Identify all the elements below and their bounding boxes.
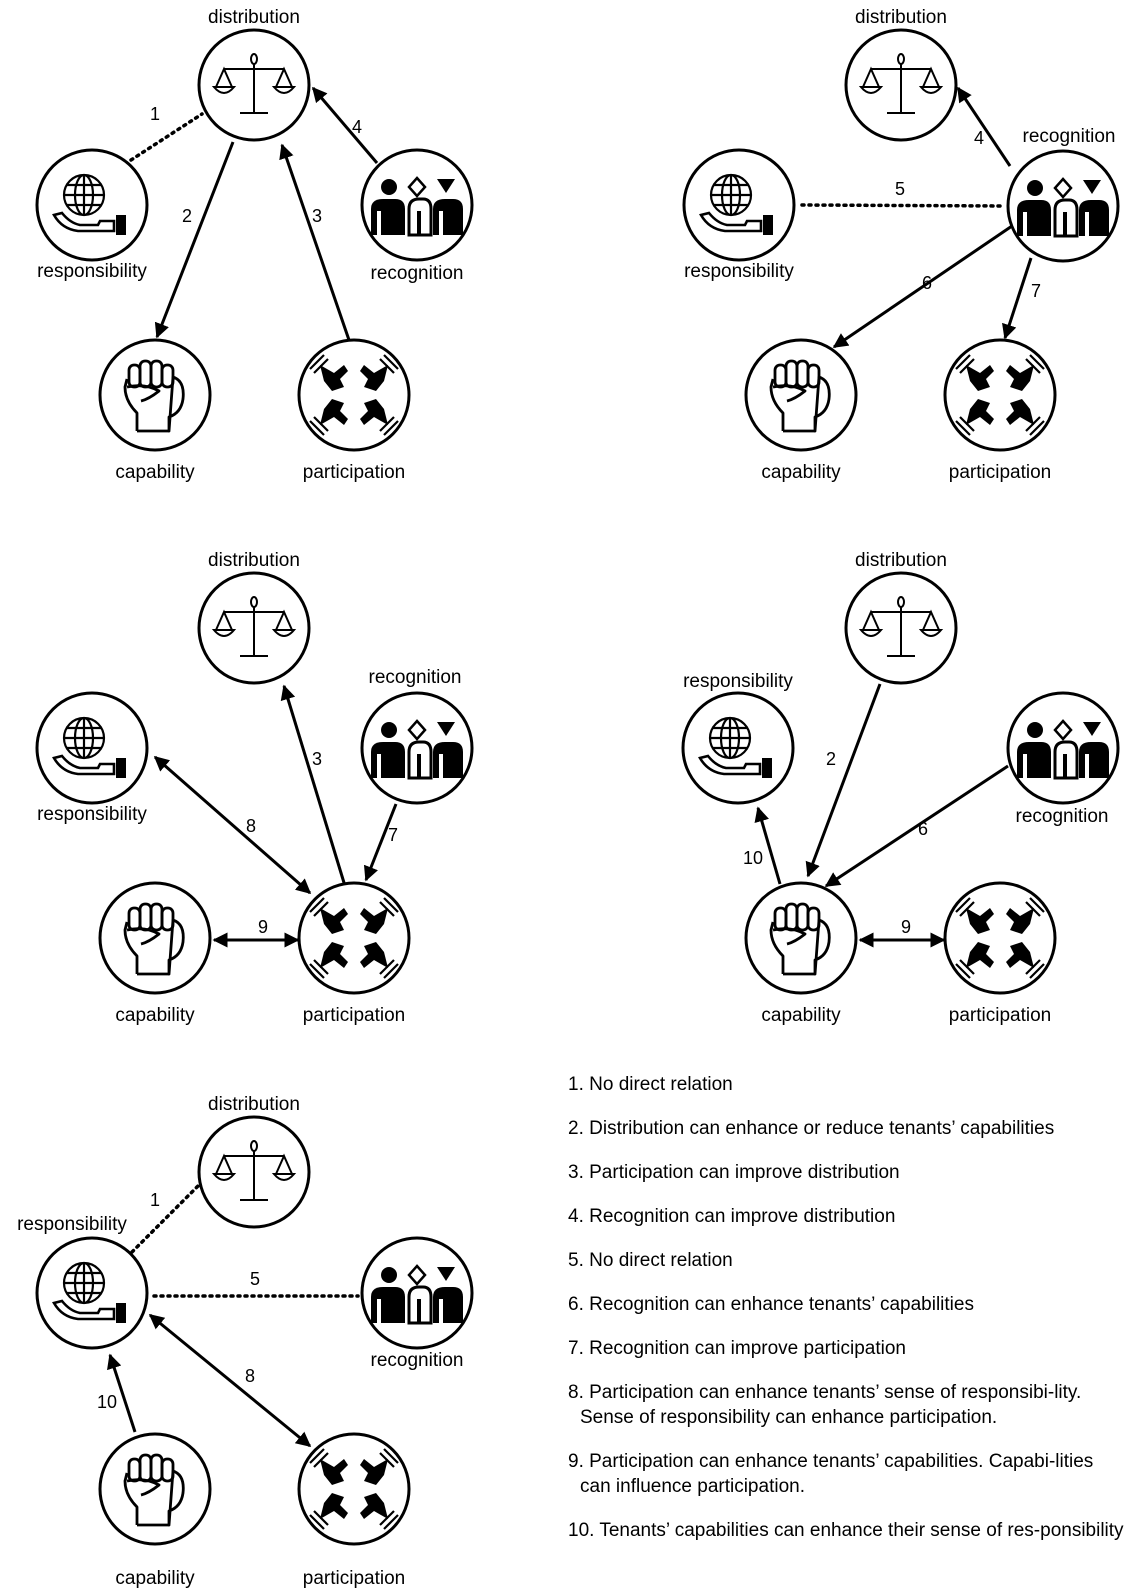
panel-4: 2 6 10 9 distribution responsibility rec… <box>681 550 1120 1026</box>
node-label-distribution: distribution <box>208 1094 300 1115</box>
edge-label-9: 9 <box>901 917 911 937</box>
edge-8-arrow <box>148 1313 312 1448</box>
legend-item-1: 1. No direct relation <box>568 1074 733 1095</box>
node-label-participation: participation <box>949 1005 1051 1026</box>
edge-label-2: 2 <box>182 206 192 226</box>
node-label-distribution: distribution <box>208 7 300 28</box>
node-label-recognition: recognition <box>1016 806 1109 827</box>
edge-label-10: 10 <box>743 848 763 868</box>
edge-6-arrow <box>832 224 1013 349</box>
node-label-capability: capability <box>761 1005 841 1026</box>
panel-2: 4 5 6 7 distribution responsibility reco… <box>682 7 1120 483</box>
node-label-recognition: recognition <box>1023 126 1116 147</box>
legend-item-7: 7. Recognition can improve participation <box>568 1338 906 1359</box>
edge-7-arrow <box>1002 257 1033 340</box>
node-label-responsibility: responsibility <box>17 1214 127 1235</box>
node-label-recognition: recognition <box>369 667 462 688</box>
node-label-participation: participation <box>303 1005 405 1026</box>
legend-item-3: 3. Participation can improve distributio… <box>568 1162 900 1183</box>
edge-4-arrow <box>311 86 379 164</box>
node-label-participation: participation <box>303 1568 405 1589</box>
node-label-recognition: recognition <box>371 263 464 284</box>
edge-label-10: 10 <box>97 1392 117 1412</box>
node-label-capability: capability <box>115 1005 195 1026</box>
legend-item-6: 6. Recognition can enhance tenants’ capa… <box>568 1294 974 1315</box>
edge-6-arrow <box>824 764 1009 888</box>
edge-label-6: 6 <box>918 819 928 839</box>
node-label-participation: participation <box>949 462 1051 483</box>
legend-item-9: 9. Participation can enhance tenants’ ca… <box>568 1451 1094 1497</box>
edge-label-3: 3 <box>312 749 322 769</box>
edge-label-5: 5 <box>250 1269 260 1289</box>
edge-1-dotted <box>130 1178 206 1254</box>
edge-5-dotted <box>800 203 1006 208</box>
edge-label-4: 4 <box>352 117 362 137</box>
legend-item-8: 8. Participation can enhance tenants’ se… <box>568 1382 1082 1428</box>
node-label-distribution: distribution <box>208 550 300 571</box>
edge-label-3: 3 <box>312 206 322 226</box>
legend-item-4: 4. Recognition can improve distribution <box>568 1206 896 1227</box>
legend: 1. No direct relation 2. Distribution ca… <box>568 1072 1128 1562</box>
edge-label-8: 8 <box>246 816 256 836</box>
panel-3: 3 7 8 9 distribution responsibility reco… <box>35 550 474 1026</box>
edge-label-1: 1 <box>150 104 160 124</box>
edge-label-6: 6 <box>922 273 932 293</box>
node-label-capability: capability <box>115 1568 195 1589</box>
panel-1: 1 2 3 4 distribution responsibility reco… <box>35 7 474 483</box>
node-label-distribution: distribution <box>855 7 947 28</box>
edge-label-2: 2 <box>826 749 836 769</box>
node-label-responsibility: responsibility <box>37 261 147 282</box>
edge-8-arrow <box>153 755 312 895</box>
edge-3-arrow <box>280 684 347 887</box>
edge-2-arrow <box>805 683 882 878</box>
edge-label-5: 5 <box>895 179 905 199</box>
node-label-responsibility: responsibility <box>684 261 794 282</box>
edge-label-9: 9 <box>258 917 268 937</box>
panel-5: 1 5 8 10 distribution responsibility rec… <box>17 1094 474 1589</box>
edge-10-arrow <box>107 1353 137 1433</box>
legend-item-2: 2. Distribution can enhance or reduce te… <box>568 1118 1055 1139</box>
legend-item-5: 5. No direct relation <box>568 1250 733 1271</box>
edge-7-arrow <box>363 803 398 882</box>
edge-label-8: 8 <box>245 1366 255 1386</box>
edge-10-arrow <box>754 806 782 885</box>
node-label-participation: participation <box>303 462 405 483</box>
edge-label-7: 7 <box>1031 281 1041 301</box>
edge-3-arrow <box>279 143 351 341</box>
legend-item-10: 10. Tenants’ capabilities can enhance th… <box>568 1520 1124 1541</box>
edge-label-7: 7 <box>388 825 398 845</box>
edge-2-arrow <box>154 141 235 339</box>
node-label-capability: capability <box>115 462 195 483</box>
node-label-capability: capability <box>761 462 841 483</box>
edge-label-4: 4 <box>974 128 984 148</box>
node-label-recognition: recognition <box>371 1350 464 1371</box>
node-label-responsibility: responsibility <box>683 671 793 692</box>
edge-4-arrow <box>956 86 1012 167</box>
node-label-distribution: distribution <box>855 550 947 571</box>
edge-1-dotted <box>129 112 204 162</box>
node-label-responsibility: responsibility <box>37 804 147 825</box>
edge-label-1: 1 <box>150 1190 160 1210</box>
